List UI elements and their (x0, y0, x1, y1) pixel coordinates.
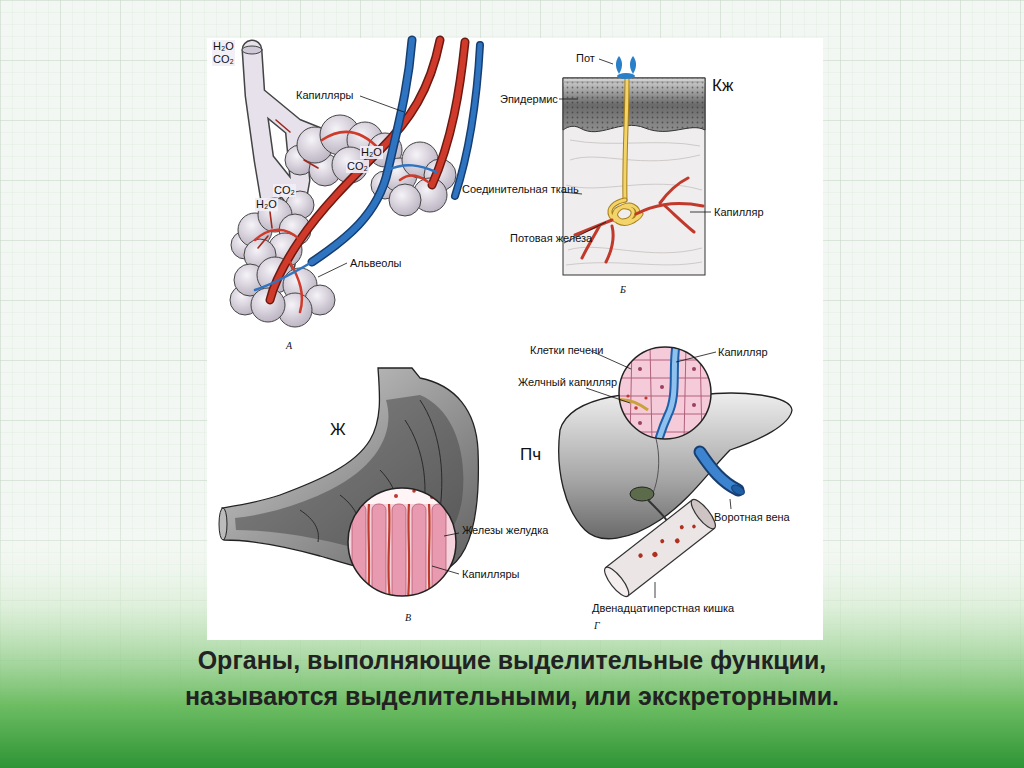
organ-code: Пч (520, 445, 541, 465)
part-label: Альвеолы (350, 257, 402, 270)
part-label: Соединительная ткань (462, 183, 560, 196)
part-label: Капилляр (714, 206, 764, 219)
figure-letter: В (405, 612, 411, 624)
figure-letter: Б (620, 284, 626, 296)
part-label: Воротная вена (714, 511, 776, 524)
figure-letter: А (286, 340, 292, 352)
part-label: Капилляры (462, 568, 519, 581)
part-label: Желчный капилляр (518, 376, 584, 389)
chemical-formula: H₂O (212, 40, 235, 53)
organ-code: Ж (330, 420, 346, 440)
part-label: Железы желудка (462, 524, 522, 537)
organ-code: Кж (712, 76, 733, 96)
part-label: Клетки печени (530, 344, 588, 357)
chemical-formula: H₂O (255, 198, 278, 211)
chemical-formula: CO₂ (273, 184, 296, 197)
part-label: Потовая железа (510, 232, 570, 245)
part-label: Пот (576, 52, 595, 65)
part-label: Капилляры (296, 89, 353, 102)
chemical-formula: CO₂ (346, 160, 369, 173)
figure-letter: Г (594, 620, 600, 632)
part-label: Двенадцатиперстная кишка (592, 602, 717, 615)
chemical-formula: CO₂ (212, 53, 235, 66)
part-label: Капилляр (718, 346, 768, 359)
chemical-formula: H₂O (360, 146, 383, 159)
part-label: Эпидермис (500, 93, 558, 106)
slide-caption: Органы, выполняющие выделительные функци… (132, 643, 892, 714)
